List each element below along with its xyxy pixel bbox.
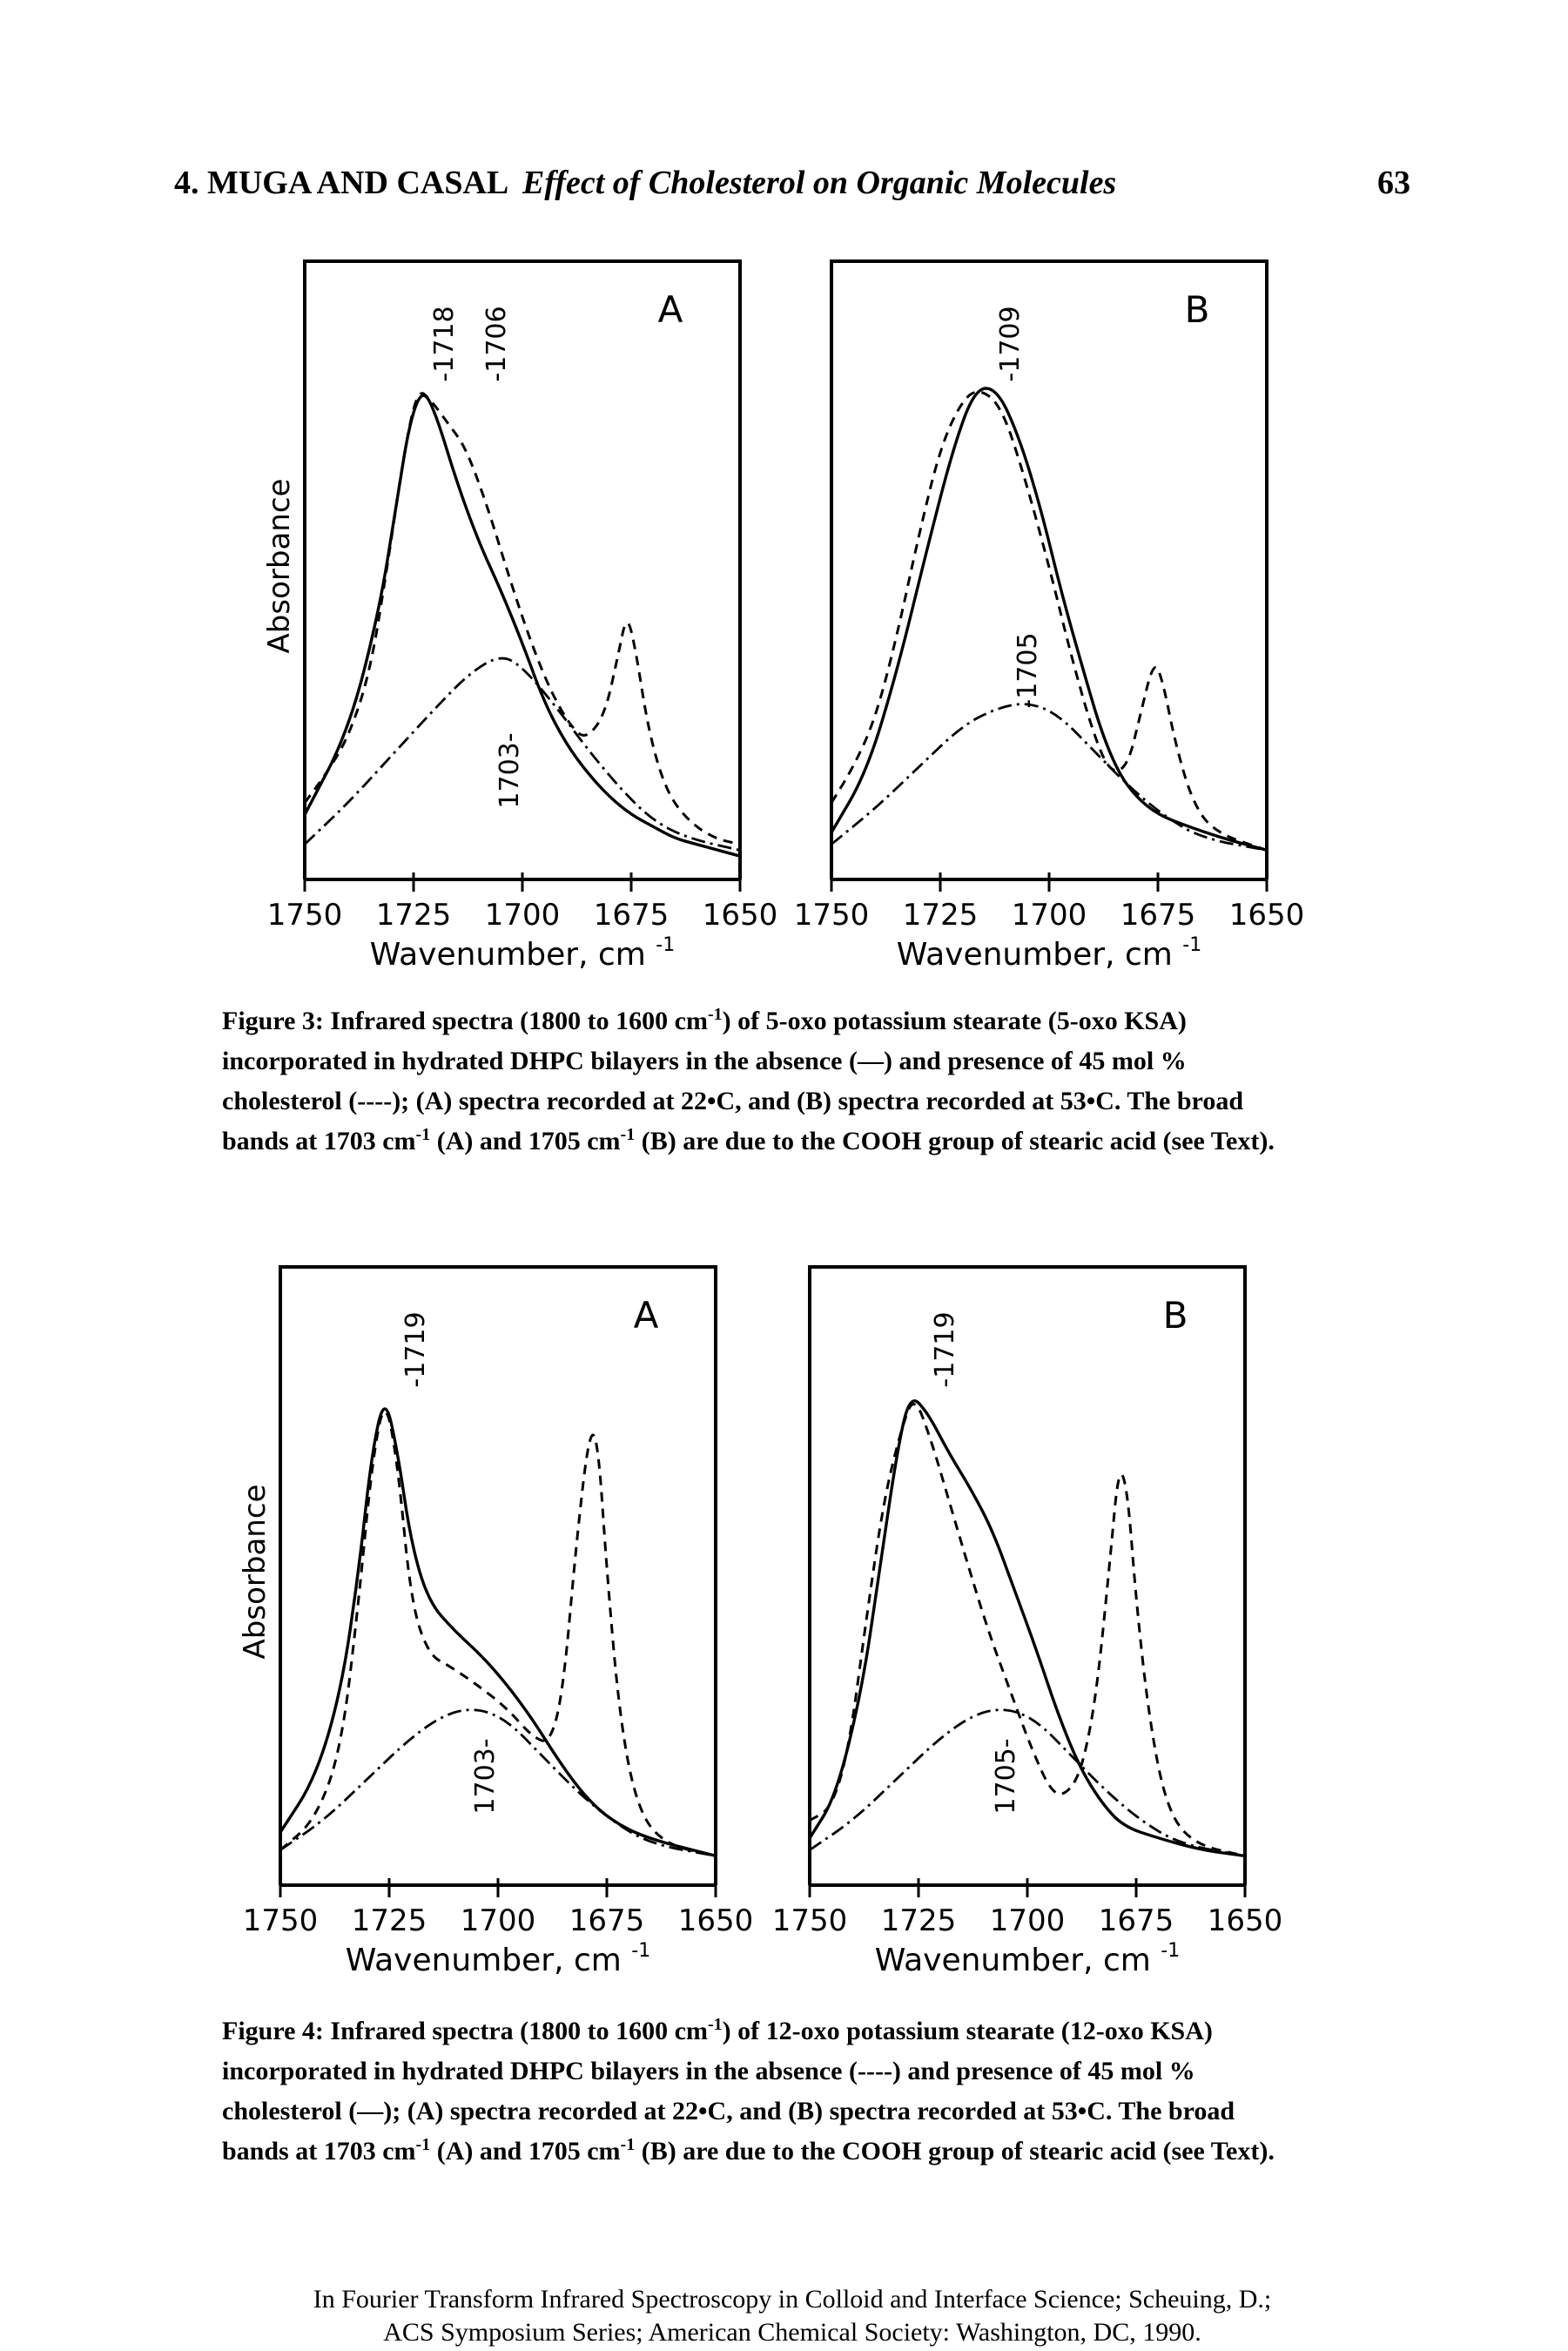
- spectrum-line-dashdot: [809, 1708, 1246, 1857]
- spectrum-line-dashed: [830, 390, 1268, 852]
- x-tick-label: 1700: [485, 898, 561, 933]
- spectrum-line-dashed: [279, 1410, 717, 1857]
- peak-label: -1719: [400, 1311, 431, 1387]
- x-axis-label: Wavenumber, cm -1: [875, 1940, 1180, 1978]
- figure3-caption-line2: incorporated in hydrated DHPC bilayers i…: [222, 1047, 1187, 1075]
- panel-letter: B: [1185, 288, 1210, 331]
- x-axis-label: Wavenumber, cm -1: [346, 1940, 650, 1978]
- x-axis-label-text: Wavenumber, cm: [346, 1943, 632, 1978]
- x-tick-label: 1750: [772, 1903, 848, 1938]
- peak-label: -1718: [429, 306, 460, 381]
- plot-frame: [830, 259, 1269, 879]
- x-tick-label: 1750: [794, 898, 870, 933]
- figure4-caption-line2: incorporated in hydrated DHPC bilayers i…: [222, 2057, 1195, 2085]
- x-axis-label: Wavenumber, cm -1: [370, 934, 675, 973]
- x-axis-label-sup: -1: [1161, 1940, 1180, 1962]
- x-tick-label: 1725: [376, 898, 452, 933]
- figure4-caption-line1: Figure 4: Infrared spectra (1800 to 1600…: [222, 2015, 1213, 2045]
- spectrum-line-solid: [830, 387, 1268, 852]
- x-axis-label-sup: -1: [656, 934, 675, 956]
- x-tick-label: 1700: [990, 1903, 1066, 1938]
- spectrum-line-dashdot: [279, 1708, 717, 1857]
- x-axis-label-text: Wavenumber, cm: [897, 937, 1183, 973]
- x-tick-label: 1675: [1099, 1903, 1174, 1938]
- x-tick-label: 1675: [1120, 898, 1196, 933]
- x-axis-label-sup: -1: [1182, 934, 1201, 956]
- x-tick-label: 1650: [1208, 1903, 1283, 1938]
- spectrum-line-dashdot: [831, 703, 1268, 852]
- footer-line1: In Fourier Transform Infrared Spectrosco…: [313, 2285, 1272, 2314]
- x-tick-label: 1725: [881, 1903, 957, 1938]
- peak-label: -1719: [930, 1311, 960, 1387]
- running-header: 4. MUGA AND CASAL Effect of Cholesterol …: [174, 162, 1410, 214]
- x-tick-label: 1675: [569, 1903, 645, 1938]
- peak-label: -1705: [1013, 632, 1043, 708]
- figure3-caption-line1: Figure 3: Infrared spectra (1800 to 1600…: [222, 1005, 1187, 1035]
- panel-letter: A: [658, 288, 683, 331]
- x-tick-label: 1700: [461, 1903, 536, 1938]
- x-tick-label: 1750: [267, 898, 343, 933]
- x-tick-label: 1725: [903, 898, 979, 933]
- peak-label: 1703-: [470, 1738, 501, 1814]
- y-axis-label: Absorbance: [238, 1485, 273, 1660]
- figure4-caption: Figure 4: Infrared spectra (1800 to 1600…: [222, 2011, 1371, 2172]
- figure3-caption-line4: bands at 1703 cm-1 (A) and 1705 cm-1 (B)…: [222, 1125, 1275, 1155]
- panel-letter: B: [1163, 1294, 1188, 1337]
- figure3-caption: Figure 3: Infrared spectra (1800 to 1600…: [222, 1001, 1371, 1162]
- spectrum-line-dashdot: [304, 657, 741, 852]
- x-axis-label-sup: -1: [631, 1940, 650, 1962]
- plot-frame: [279, 1265, 717, 1885]
- plot-frame: [808, 1265, 1247, 1885]
- peak-label: 1705-: [991, 1738, 1021, 1814]
- y-axis-label: Absorbance: [262, 479, 297, 654]
- footer-line2: ACS Symposium Series; American Chemical …: [383, 2318, 1201, 2347]
- x-axis-label-text: Wavenumber, cm: [370, 937, 656, 973]
- plot-frame: [303, 259, 742, 879]
- x-tick-label: 1675: [594, 898, 670, 933]
- x-tick-label: 1700: [1012, 898, 1087, 933]
- x-tick-label: 1725: [352, 1903, 427, 1938]
- x-axis-label: Wavenumber, cm -1: [897, 934, 1201, 973]
- spectrum-line-dashed: [809, 1403, 1246, 1857]
- x-axis-label-text: Wavenumber, cm: [875, 1943, 1161, 1978]
- panel-letter: A: [634, 1294, 659, 1337]
- figure3-caption-line3: cholesterol (----); (A) spectra recorded…: [222, 1087, 1244, 1115]
- peak-label: -1706: [481, 306, 512, 381]
- figure4-caption-line4: bands at 1703 cm-1 (A) and 1705 cm-1 (B)…: [222, 2135, 1275, 2166]
- peak-label: -1709: [995, 306, 1026, 381]
- figure4-caption-line3: cholesterol (—); (A) spectra recorded at…: [222, 2097, 1235, 2125]
- x-tick-label: 1750: [243, 1903, 319, 1938]
- page-number: 63: [1377, 165, 1410, 201]
- running-title: Effect of Cholesterol on Organic Molecul…: [522, 165, 1117, 201]
- spectrum-line-solid: [808, 1399, 1246, 1858]
- peak-label: 1703-: [495, 732, 525, 808]
- x-tick-label: 1650: [703, 898, 778, 933]
- x-tick-label: 1650: [1229, 898, 1305, 933]
- source-footer: In Fourier Transform Infrared Spectrosco…: [174, 2283, 1410, 2349]
- spectrum-line-dashed: [303, 392, 741, 846]
- chapter-heading: 4. MUGA AND CASAL: [174, 165, 509, 201]
- spectrum-line-solid: [279, 1407, 717, 1858]
- x-tick-label: 1650: [678, 1903, 754, 1938]
